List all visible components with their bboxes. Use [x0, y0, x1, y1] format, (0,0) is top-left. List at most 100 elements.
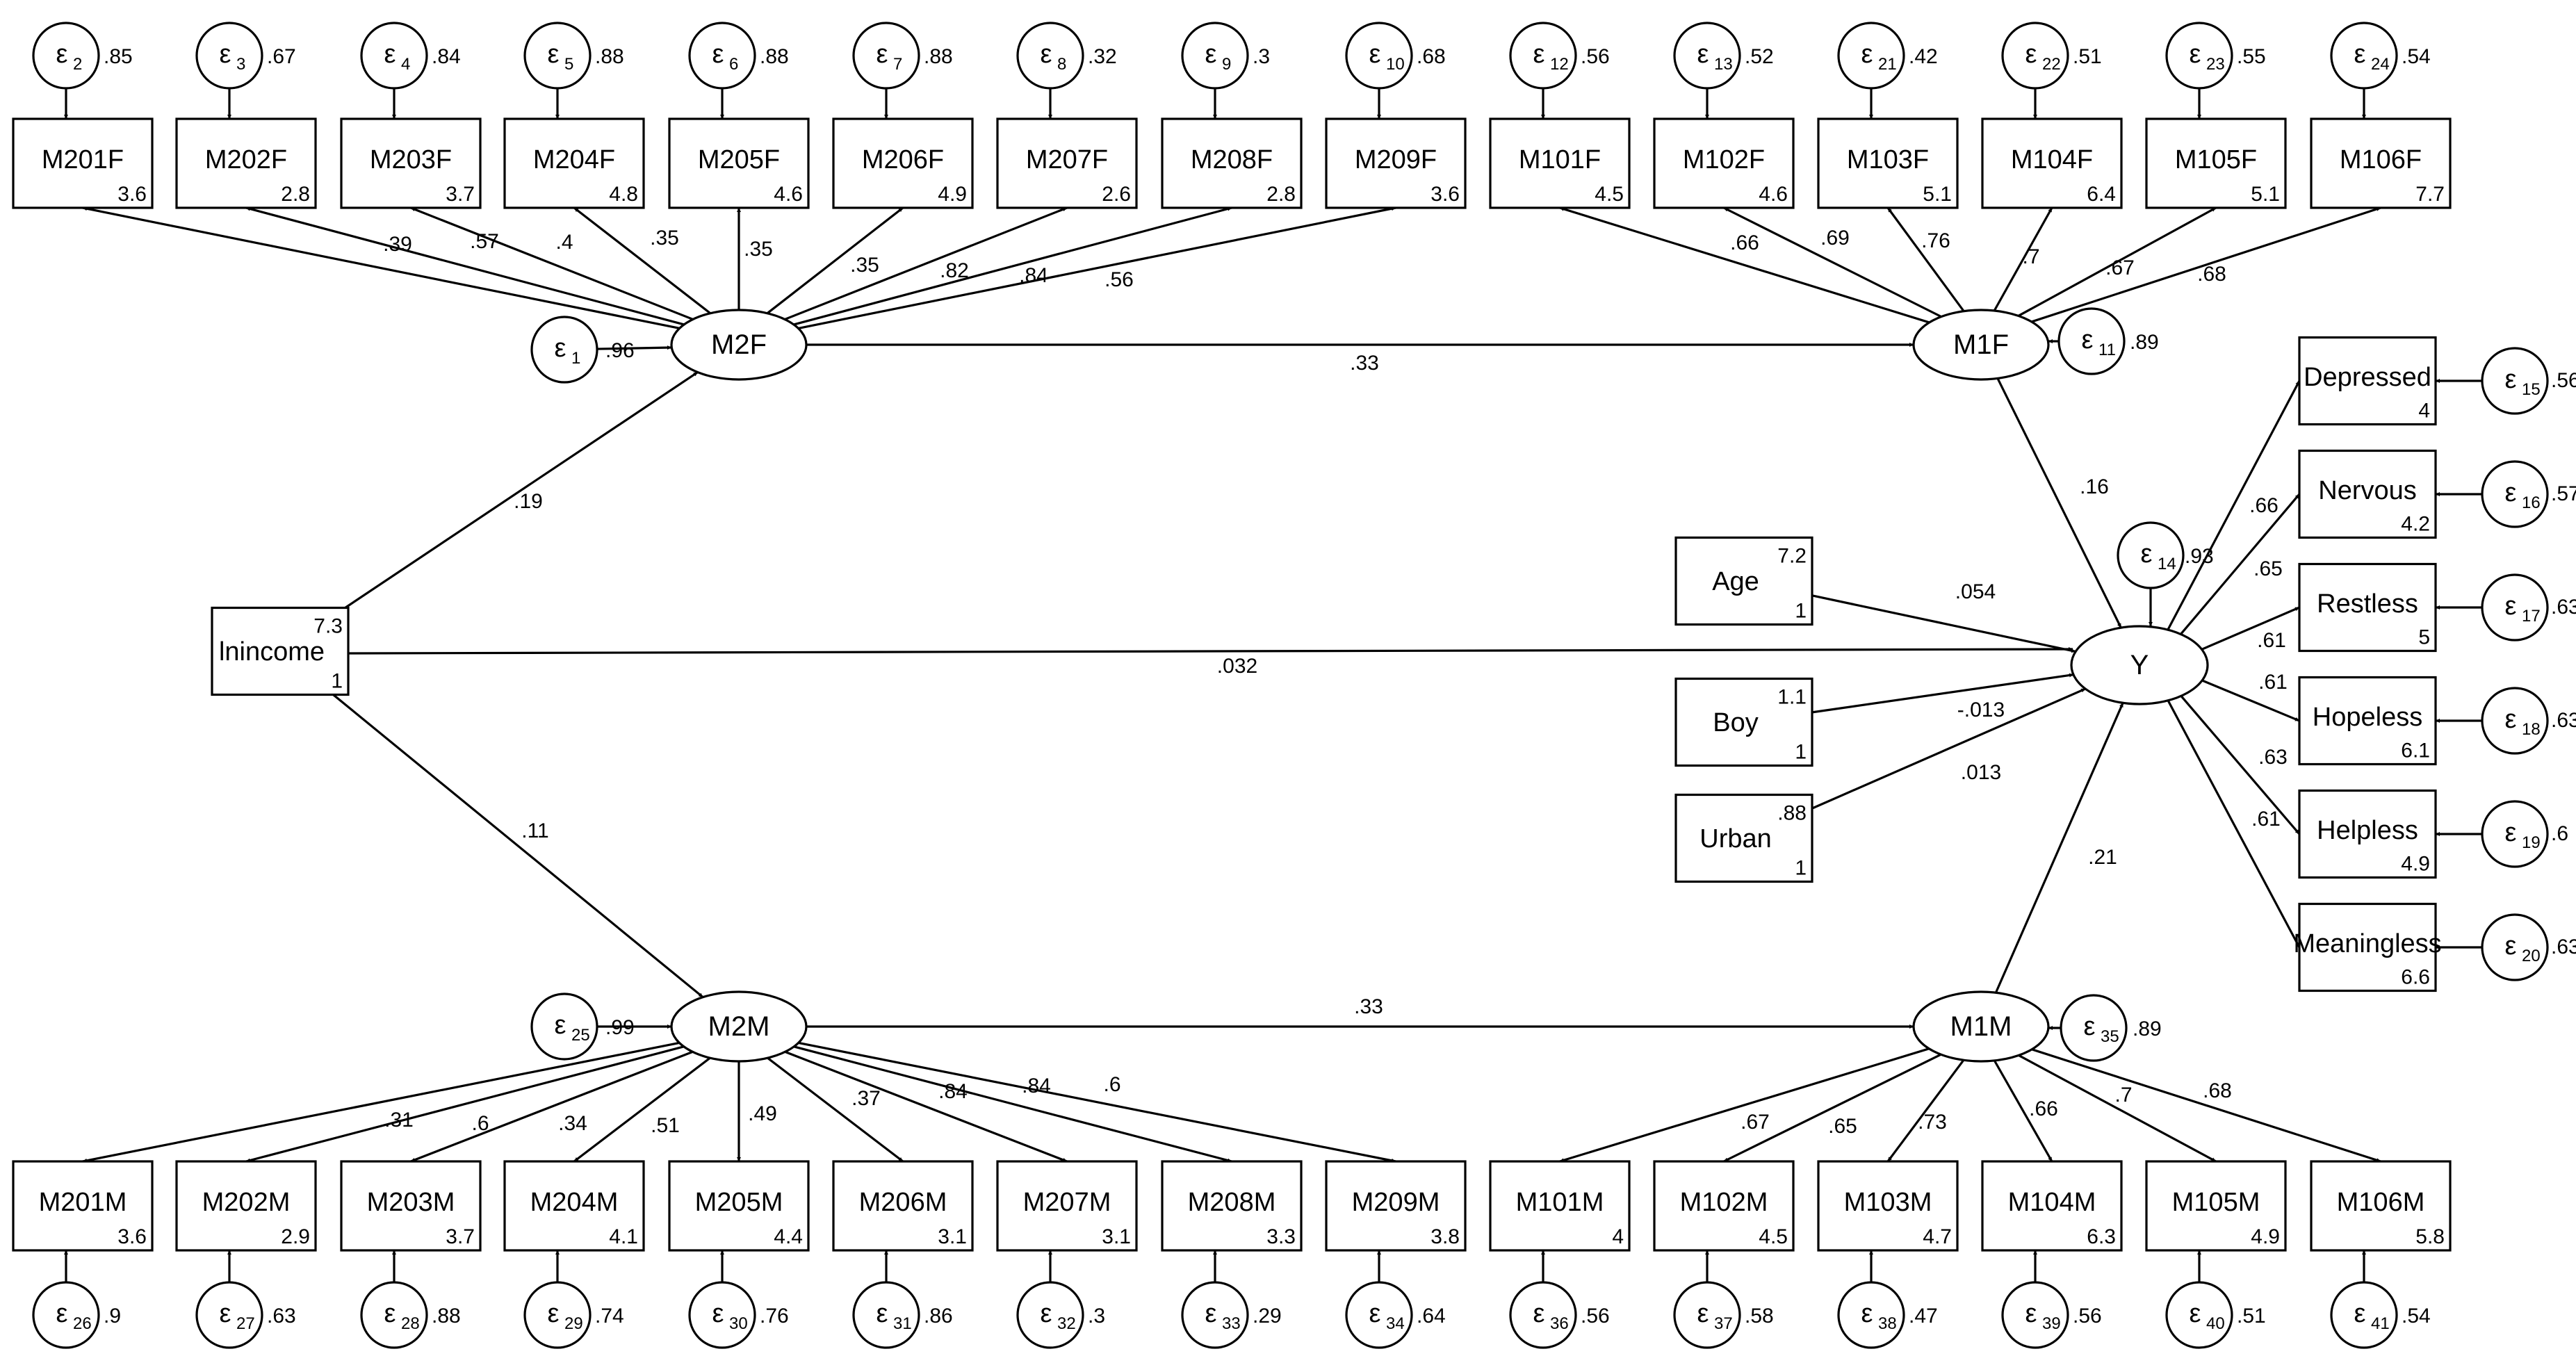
observed-variable-intercept: 4.4: [774, 1225, 803, 1248]
path-arrow-m1f-to-m106f: [2031, 206, 2381, 323]
error-term-e2: [32, 22, 100, 90]
error-term-e26: [32, 1281, 100, 1349]
error-term-e7: [852, 22, 920, 90]
path-coefficient: .6: [1103, 1073, 1120, 1096]
observed-variable-label: M204M: [530, 1188, 619, 1217]
error-variance: .47: [1909, 1305, 1938, 1328]
observed-variable-intercept: 3.1: [1102, 1225, 1131, 1248]
path-coefficient: .68: [2203, 1079, 2232, 1102]
error-subscript: 23: [2206, 55, 2225, 74]
error-symbol: ε: [2505, 931, 2517, 961]
error-subscript: 16: [2522, 493, 2541, 512]
observed-variable-intercept: 3.7: [446, 183, 475, 206]
observed-variable-label: M204F: [533, 145, 615, 174]
latent-variable-m2f: [670, 309, 808, 381]
observed-variable-nervous: [2298, 449, 2437, 539]
observed-variable-intercept: 4.1: [609, 1225, 638, 1248]
observed-variable-m206f: [832, 117, 974, 209]
observed-variable-mean: .88: [1777, 802, 1807, 825]
observed-variable-label: Urban: [1699, 824, 1772, 853]
path-arrow-m2f-to-m204f: [573, 206, 711, 314]
observed-variable-m202m: [175, 1160, 317, 1252]
path-coefficient: .013: [1961, 761, 2001, 784]
error-term-e35: [2060, 994, 2128, 1062]
error-term-e30: [688, 1281, 756, 1349]
error-subscript: 20: [2522, 947, 2541, 965]
observed-variable-label: M207F: [1026, 145, 1108, 174]
observed-variable-label: M201F: [42, 145, 124, 174]
error-variance: .86: [924, 1305, 953, 1328]
error-term-e16: [2481, 460, 2549, 528]
error-subscript: 2: [73, 55, 82, 74]
error-variance: .63: [267, 1305, 296, 1328]
observed-variable-boy: [1674, 677, 1813, 767]
error-symbol: ε: [1041, 40, 1052, 69]
path-arrow-y-to-nervous: [2180, 493, 2301, 635]
observed-variable-intercept: 4.7: [1923, 1225, 1952, 1248]
path-arrow-m1f-to-m102f: [1723, 206, 1942, 318]
error-variance: .63: [2551, 596, 2576, 619]
path-coefficient: .65: [2253, 557, 2283, 580]
error-term-e17: [2481, 573, 2549, 642]
observed-variable-m205m: [668, 1160, 810, 1252]
observed-variable-label: Restless: [2317, 589, 2418, 619]
path-arrow-urban-to-y: [1811, 687, 2086, 810]
observed-variable-variance: 1: [331, 670, 343, 693]
error-subscript: 10: [1386, 55, 1405, 74]
error-subscript: 26: [73, 1314, 92, 1333]
observed-variable-m209f: [1325, 117, 1467, 209]
error-term-e40: [2165, 1281, 2233, 1349]
path-coefficient: .67: [2105, 256, 2135, 279]
path-coefficient: .7: [2022, 245, 2039, 268]
path-coefficient: .65: [1828, 1115, 1857, 1138]
path-coefficient: .76: [1921, 229, 1950, 252]
error-subscript: 32: [1057, 1314, 1076, 1333]
error-term-e6: [688, 22, 756, 90]
path-arrow-lnincome-to-m2f: [344, 371, 699, 609]
latent-variable-label: M2F: [711, 329, 767, 360]
path-coefficient: .63: [2258, 746, 2288, 769]
observed-variable-mean: 7.3: [313, 615, 343, 638]
error-term-e4: [360, 22, 428, 90]
observed-variable-m206m: [832, 1160, 974, 1252]
observed-variable-m105m: [2145, 1160, 2287, 1252]
error-subscript: 36: [1550, 1314, 1569, 1333]
path-arrow-m1m-to-m102m: [1723, 1053, 1942, 1163]
observed-variable-variance: 1: [1795, 741, 1807, 764]
observed-variable-label: Nervous: [2318, 476, 2417, 505]
path-coefficient: .31: [384, 1109, 414, 1132]
observed-variable-depressed: [2298, 336, 2437, 426]
path-arrow-m2f-to-m206f: [766, 206, 904, 314]
observed-variable-label: Boy: [1713, 708, 1758, 737]
observed-variable-label: M206F: [862, 145, 944, 174]
error-term-e12: [1509, 22, 1577, 90]
error-subscript: 6: [729, 55, 738, 74]
path-arrow-m2m-to-m201m: [82, 1041, 680, 1163]
error-symbol: ε: [2505, 365, 2517, 394]
error-symbol: ε: [384, 1299, 396, 1328]
path-coefficient: .16: [2080, 475, 2109, 498]
observed-variable-intercept: 5.1: [1923, 183, 1952, 206]
error-symbol: ε: [712, 40, 724, 69]
path-coefficient: .37: [851, 1087, 881, 1110]
error-term-e21: [1837, 22, 1905, 90]
error-term-e5: [523, 22, 592, 90]
error-variance: .42: [1909, 45, 1938, 68]
error-variance: .67: [267, 45, 296, 68]
observed-variable-intercept: 3.6: [117, 1225, 147, 1248]
path-arrow-m2f-to-m203f: [410, 206, 694, 320]
error-variance: .51: [2237, 1305, 2266, 1328]
observed-variable-m207f: [996, 117, 1138, 209]
error-term-e20: [2481, 913, 2549, 981]
observed-variable-m201m: [12, 1160, 154, 1252]
error-variance: .56: [1581, 45, 1610, 68]
latent-variable-m2m: [670, 990, 808, 1063]
observed-variable-m207m: [996, 1160, 1138, 1252]
latent-variable-label: M1F: [1953, 329, 2009, 360]
observed-variable-m104m: [1981, 1160, 2123, 1252]
error-term-e24: [2330, 22, 2398, 90]
path-coefficient: .032: [1217, 655, 1257, 678]
observed-variable-intercept: 2.8: [1266, 183, 1296, 206]
path-coefficient: .56: [1104, 268, 1134, 291]
error-subscript: 38: [1878, 1314, 1897, 1333]
